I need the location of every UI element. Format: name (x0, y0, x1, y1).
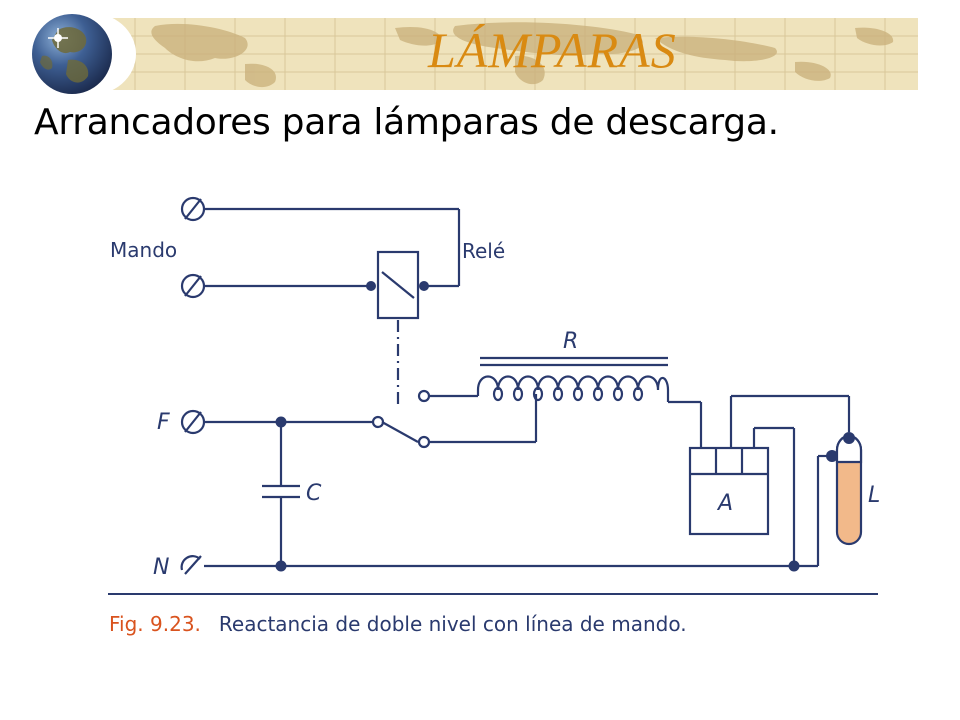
f-terminal (180, 409, 206, 435)
label-r: R (563, 329, 578, 354)
mando-terminal-top (180, 196, 206, 222)
mando-terminal-bottom (180, 273, 206, 299)
junction-dot (275, 416, 287, 428)
relay-coil (376, 250, 420, 320)
junction-dot (419, 281, 429, 291)
slide-subtitle: Arrancadores para lámparas de descarga. (34, 102, 779, 143)
world-map-background (95, 18, 918, 90)
title-banner: LÁMPARAS (95, 18, 918, 90)
lamp-l (835, 434, 863, 546)
label-l: L (868, 483, 880, 508)
label-mando: Mando (110, 238, 177, 262)
lamp-terminal-dot (843, 432, 855, 444)
junction-dot (366, 281, 376, 291)
label-f: F (157, 410, 170, 435)
circuit-diagram: Mando Relé R F C N A L (108, 196, 880, 595)
n-terminal (180, 555, 202, 575)
switch-contact-upper (417, 389, 431, 403)
junction-dot (788, 560, 800, 572)
junction-dot (275, 560, 287, 572)
starter-a (688, 446, 770, 536)
figure-number: Fig. 9.23. (109, 612, 201, 636)
switch-pivot (371, 415, 385, 429)
switch-contact-lower (417, 435, 431, 449)
label-rele: Relé (462, 239, 505, 263)
label-n: N (153, 555, 169, 580)
capacitor-c (262, 484, 300, 499)
figure-caption-text: Reactancia de doble nivel con línea de m… (218, 612, 687, 636)
reactance-coil (476, 356, 670, 402)
figure-caption: Fig. 9.23. Reactancia de doble nivel con … (109, 612, 687, 636)
page-title: LÁMPARAS (428, 22, 677, 78)
lamp-terminal-dot (826, 450, 838, 462)
label-c: C (306, 481, 322, 506)
label-a: A (716, 491, 733, 516)
globe-logo (28, 10, 136, 98)
